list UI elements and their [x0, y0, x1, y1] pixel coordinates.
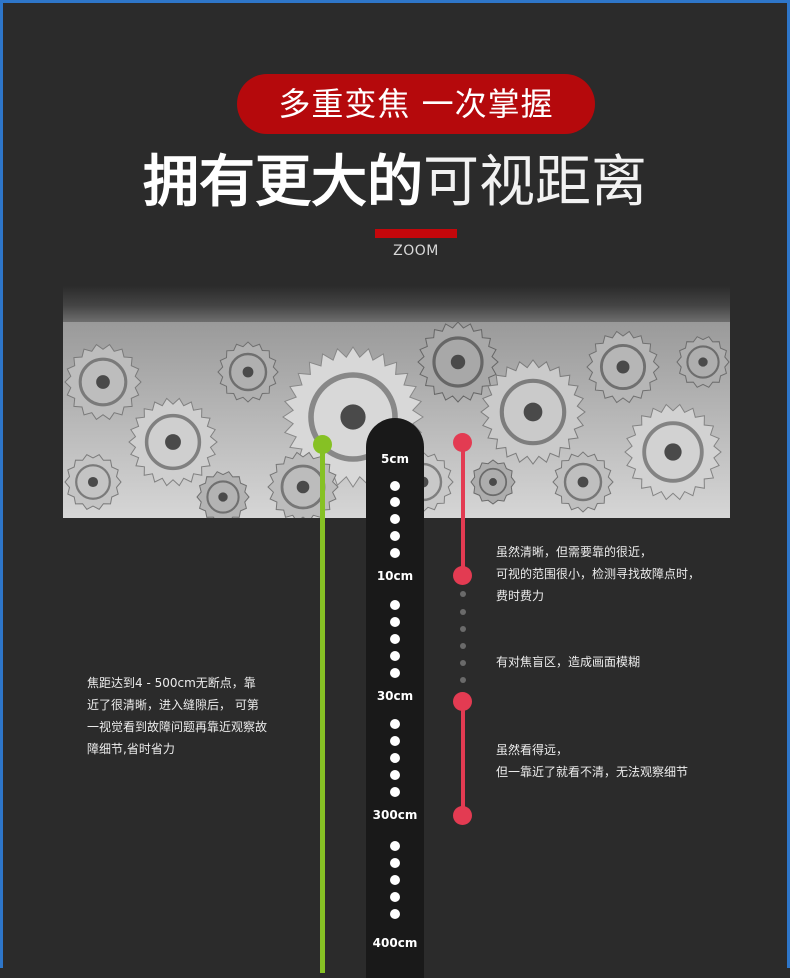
ruler-label-300cm: 300cm — [372, 808, 418, 822]
left-note-line: 近了很清晰，进入缝隙后， 可第 — [87, 698, 259, 712]
blind-zone-dot — [460, 660, 466, 666]
blind-zone-dot — [460, 591, 466, 597]
blind-zone-dot — [460, 626, 466, 632]
ruler-tick-dot — [390, 497, 400, 507]
ruler-tick-dot — [390, 736, 400, 746]
gear-shape — [417, 322, 499, 403]
green-focus-dot — [313, 435, 332, 454]
red-near-top-dot — [453, 433, 472, 452]
gear-shape — [480, 359, 586, 465]
ruler-tick-dot — [390, 841, 400, 851]
ruler-label-5cm: 5cm — [381, 452, 409, 466]
gear-shape — [586, 330, 660, 404]
blind-zone-dot — [460, 643, 466, 649]
gear-shape — [552, 451, 614, 513]
red-far-bottom-dot — [453, 806, 472, 825]
left-note-line: 障细节,省时省力 — [87, 742, 175, 756]
red-far-top-dot — [453, 692, 472, 711]
accent-bar — [375, 229, 457, 238]
ruler-label-30cm: 30cm — [376, 689, 414, 703]
green-focus-line — [320, 443, 325, 973]
blind-zone-dot — [460, 609, 466, 615]
title-light: 可视距离 — [423, 150, 647, 215]
far-note-line: 虽然看得远， — [496, 743, 569, 757]
left-note-line: 一视觉看到故障问题再靠近观察故 — [87, 720, 268, 734]
gear-shape — [624, 403, 722, 501]
near-note-line: 可视的范围很小，检测寻找故障点时， — [496, 567, 701, 581]
zoom-subtitle: ZOOM — [393, 243, 439, 259]
ruler-tick-dot — [390, 668, 400, 678]
gear-shape — [196, 471, 250, 518]
title-bold: 拥有更大的 — [143, 150, 423, 215]
ruler-tick-dot — [390, 531, 400, 541]
ruler-label-10cm: 10cm — [376, 569, 414, 583]
page-title: 拥有更大的可视距离 — [0, 146, 790, 220]
ruler-tick-dot — [390, 719, 400, 729]
near-note-line: 虽然清晰，但需要靠的很近， — [496, 545, 653, 559]
frame-left-border — [0, 0, 3, 968]
ruler-tick-dot — [390, 858, 400, 868]
ruler-tick-dot — [390, 600, 400, 610]
red-far-line — [461, 701, 465, 815]
near-note-line: 费时费力 — [496, 589, 545, 603]
ruler-tick-dot — [390, 909, 400, 919]
ruler-tick-dot — [390, 787, 400, 797]
red-near-line — [461, 442, 465, 576]
frame-right-border — [787, 0, 790, 968]
ruler-tick-dot — [390, 634, 400, 644]
ruler-tick-dot — [390, 481, 400, 491]
ruler-tick-dot — [390, 875, 400, 885]
red-near-bottom-dot — [453, 566, 472, 585]
device-top-panel — [63, 285, 730, 322]
ruler-tick-dot — [390, 617, 400, 627]
blind-note-line: 有对焦盲区，造成画面模糊 — [496, 655, 641, 669]
left-note: 焦距达到4 - 500cm无断点，靠 近了很清晰，进入缝隙后， 可第 一视觉看到… — [87, 672, 267, 760]
blind-zone-dot — [460, 677, 466, 683]
ruler-tick-dot — [390, 753, 400, 763]
ruler-label-400cm: 400cm — [372, 936, 418, 950]
ruler-tick-dot — [390, 514, 400, 524]
ruler-tick-dot — [390, 892, 400, 902]
left-note-line: 焦距达到4 - 500cm无断点，靠 — [87, 676, 256, 690]
near-note: 虽然清晰，但需要靠的很近， 可视的范围很小，检测寻找故障点时， 费时费力 — [496, 541, 700, 607]
far-note-line: 但一靠近了就看不清，无法观察细节 — [496, 765, 689, 779]
gear-shape — [64, 343, 142, 421]
gear-shape — [676, 336, 730, 388]
gear-shape — [128, 397, 218, 487]
ruler-tick-dot — [390, 651, 400, 661]
far-note: 虽然看得远， 但一靠近了就看不清，无法观察细节 — [496, 739, 688, 783]
banner-pill: 多重变焦 一次掌握 — [237, 74, 595, 134]
ruler-tick-dot — [390, 770, 400, 780]
gear-shape — [217, 341, 279, 403]
gear-shape — [470, 459, 516, 505]
gear-shape — [64, 454, 122, 510]
ruler-tick-dot — [390, 548, 400, 558]
frame-top-border — [0, 0, 790, 3]
blind-note: 有对焦盲区，造成画面模糊 — [496, 651, 640, 673]
